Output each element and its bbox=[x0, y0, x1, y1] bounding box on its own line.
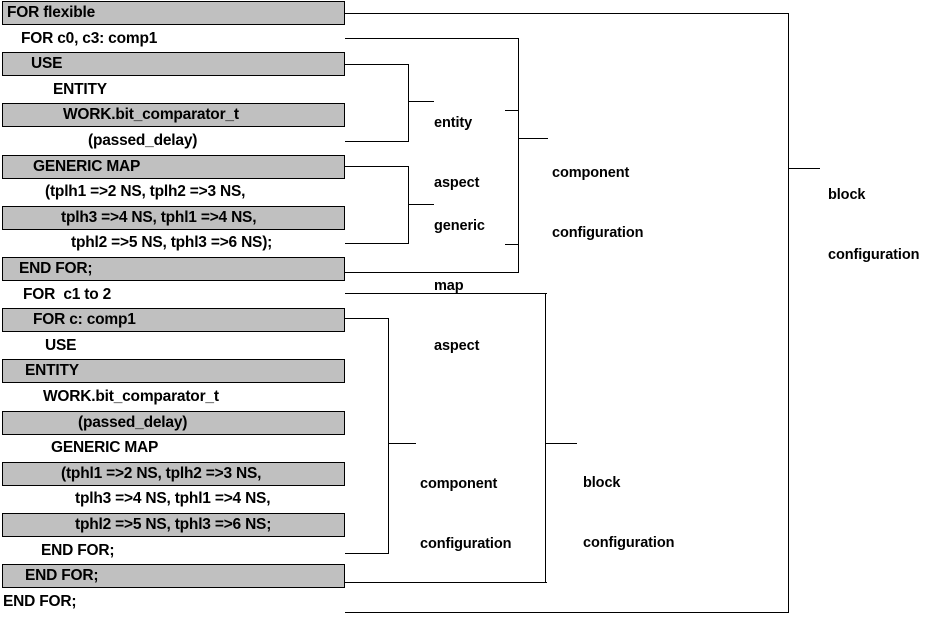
entity-aspect-bracket bbox=[408, 64, 409, 142]
connector-top-component-open bbox=[345, 38, 519, 39]
code-row: GENERIC MAP bbox=[2, 154, 345, 179]
code-row-text: (passed_delay) bbox=[88, 132, 198, 149]
code-row-text: tplh3 =>4 NS, tphl1 =>4 NS, bbox=[75, 490, 271, 508]
code-row: (tplh1 =>2 NS, tplh2 =>3 NS, bbox=[2, 180, 345, 204]
connector-middle-block-close bbox=[345, 582, 547, 583]
code-row: (passed_delay) bbox=[2, 129, 345, 153]
code-row-text: USE bbox=[31, 55, 63, 73]
middle-block-bracket bbox=[545, 293, 546, 583]
connector-for-flexible-to-outer bbox=[345, 13, 789, 14]
label-block-configuration-middle-line1: block bbox=[583, 475, 621, 491]
code-row-text: END FOR; bbox=[25, 567, 99, 585]
label-generic-map-aspect-line2: map bbox=[434, 278, 464, 294]
top-component-bracket-tick bbox=[518, 138, 548, 139]
label-generic-map-aspect: generic map aspect bbox=[434, 176, 485, 396]
code-row-text: ENTITY bbox=[25, 362, 79, 380]
label-block-configuration-middle-line2: configuration bbox=[583, 535, 675, 551]
label-block-configuration-outer-line1: block bbox=[828, 187, 866, 203]
label-entity-aspect: entity aspect bbox=[434, 73, 479, 233]
entity-aspect-top bbox=[345, 64, 409, 65]
code-row-text: FOR c: comp1 bbox=[33, 311, 136, 329]
generic-map-aspect-top bbox=[345, 166, 409, 167]
entity-aspect-to-component-tick bbox=[505, 110, 519, 111]
code-row-text: (passed_delay) bbox=[78, 413, 188, 431]
code-row-text: END FOR; bbox=[41, 541, 115, 559]
label-entity-aspect-line2: aspect bbox=[434, 175, 480, 191]
connector-top-component-close bbox=[345, 272, 519, 273]
label-component-configuration-bottom-line1: component bbox=[420, 476, 498, 492]
code-row: ENTITY bbox=[2, 359, 345, 384]
code-row: END FOR; bbox=[2, 257, 345, 281]
entity-aspect-bottom bbox=[345, 141, 409, 142]
code-row-text: FOR c1 to 2 bbox=[23, 285, 112, 303]
code-row: tphl2 =>5 NS, tphl3 =>6 NS); bbox=[2, 231, 345, 255]
code-row: FOR c: comp1 bbox=[2, 308, 345, 333]
code-row: FOR flexible bbox=[2, 1, 345, 25]
code-row-text: ENTITY bbox=[53, 80, 107, 98]
connector-bottom-component-open bbox=[345, 318, 389, 319]
generic-map-aspect-bracket bbox=[408, 166, 409, 244]
code-row: ENTITY bbox=[2, 78, 345, 102]
code-row-text: WORK.bit_comparator_t bbox=[43, 388, 219, 405]
code-row-text: FOR c0, c3: comp1 bbox=[21, 29, 158, 47]
outer-block-bracket-tick bbox=[788, 168, 820, 169]
code-row: tplh3 =>4 NS, tphl1 =>4 NS, bbox=[2, 487, 345, 511]
label-component-configuration-bottom-line2: configuration bbox=[420, 536, 512, 552]
label-block-configuration-outer-line2: configuration bbox=[828, 247, 920, 263]
label-generic-map-aspect-line1: generic bbox=[434, 218, 485, 234]
code-row-text: tplh3 =>4 NS, tphl1 =>4 NS, bbox=[61, 208, 257, 226]
code-row-text: GENERIC MAP bbox=[51, 439, 159, 457]
label-component-configuration-bottom: component configuration bbox=[420, 434, 511, 594]
label-generic-map-aspect-line3: aspect bbox=[434, 338, 480, 354]
code-row-text: USE bbox=[45, 336, 77, 354]
label-component-configuration-top-line2: configuration bbox=[552, 225, 644, 241]
top-component-bracket bbox=[518, 38, 519, 273]
bottom-component-bracket bbox=[388, 318, 389, 554]
code-row-text: WORK.bit_comparator_t bbox=[63, 106, 239, 124]
label-component-configuration-top: component configuration bbox=[552, 123, 643, 283]
code-row-text: END FOR; bbox=[3, 592, 77, 610]
label-entity-aspect-line1: entity bbox=[434, 115, 473, 131]
code-row-text: (tphl1 =>2 NS, tplh2 =>3 NS, bbox=[61, 464, 262, 482]
outer-block-bracket bbox=[788, 13, 789, 613]
code-row: WORK.bit_comparator_t bbox=[2, 385, 345, 409]
generic-map-aspect-bottom bbox=[345, 243, 409, 244]
code-row: FOR c1 to 2 bbox=[2, 283, 345, 307]
code-row: END FOR; bbox=[2, 590, 345, 614]
generic-map-aspect-tick bbox=[408, 204, 434, 205]
code-row: WORK.bit_comparator_t bbox=[2, 103, 345, 128]
code-row-text: END FOR; bbox=[19, 260, 93, 277]
label-block-configuration-outer: block configuration bbox=[828, 145, 919, 305]
code-row: USE bbox=[2, 52, 345, 77]
code-row: GENERIC MAP bbox=[2, 436, 345, 460]
code-row-text: GENERIC MAP bbox=[33, 157, 141, 175]
connector-middle-block-open bbox=[345, 293, 547, 294]
code-row-text: (tplh1 =>2 NS, tplh2 =>3 NS, bbox=[45, 183, 246, 201]
code-row-text: tphl2 =>5 NS, tphl3 =>6 NS); bbox=[71, 234, 273, 252]
middle-block-bracket-tick bbox=[545, 443, 577, 444]
label-component-configuration-top-line1: component bbox=[552, 165, 630, 181]
code-row: FOR c0, c3: comp1 bbox=[2, 27, 345, 51]
code-row-text: FOR flexible bbox=[7, 4, 96, 21]
code-row: (tphl1 =>2 NS, tplh2 =>3 NS, bbox=[2, 461, 345, 486]
code-row: (passed_delay) bbox=[2, 410, 345, 435]
generic-map-aspect-to-component-tick bbox=[505, 244, 519, 245]
entity-aspect-tick bbox=[408, 101, 434, 102]
code-row: END FOR; bbox=[2, 564, 345, 589]
connector-end-for-to-outer bbox=[345, 612, 789, 613]
code-row: tplh3 =>4 NS, tphl1 =>4 NS, bbox=[2, 205, 345, 230]
bottom-component-bracket-tick bbox=[388, 443, 416, 444]
connector-bottom-component-close bbox=[345, 553, 389, 554]
code-row: tphl2 =>5 NS, tphl3 =>6 NS; bbox=[2, 513, 345, 537]
code-row: END FOR; bbox=[2, 539, 345, 563]
code-row: USE bbox=[2, 334, 345, 358]
label-block-configuration-middle: block configuration bbox=[583, 433, 674, 593]
code-row-text: tphl2 =>5 NS, tphl3 =>6 NS; bbox=[75, 516, 272, 533]
